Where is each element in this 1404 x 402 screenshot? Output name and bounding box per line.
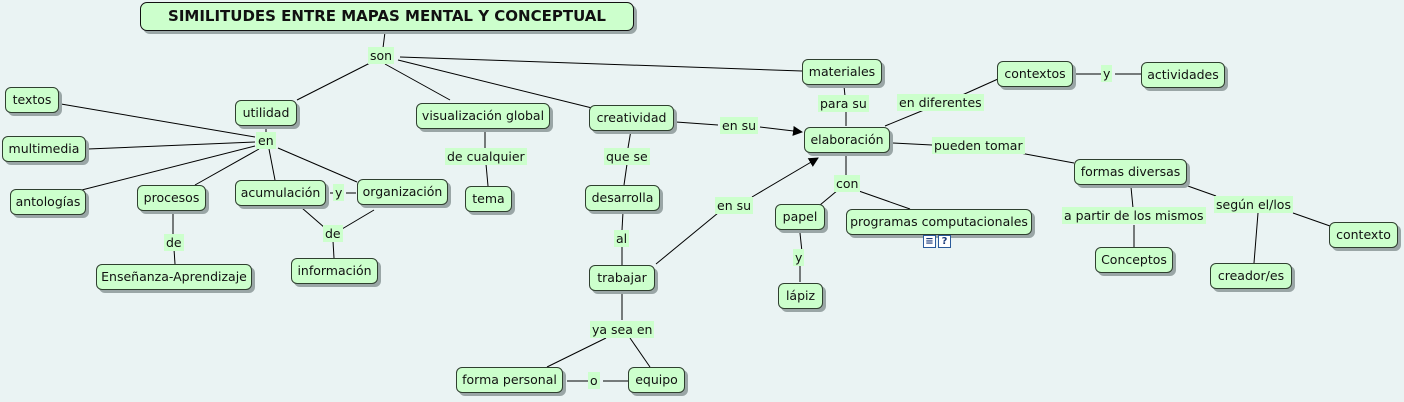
document-icon[interactable]: ≡: [923, 235, 936, 248]
concept-ensenanza-aprendizaje[interactable]: Enseñanza-Aprendizaje: [96, 264, 252, 290]
concept-programas-computacionales[interactable]: programas computacionales: [846, 209, 1032, 235]
concept-elaboracion[interactable]: elaboración: [804, 127, 890, 153]
link-de-organizacion: de: [323, 225, 343, 242]
concept-textos[interactable]: textos: [5, 87, 59, 113]
concept-creatividad[interactable]: creatividad: [589, 105, 674, 131]
link-pueden-tomar: pueden tomar: [932, 137, 1025, 154]
concept-equipo[interactable]: equipo: [628, 367, 685, 393]
concept-forma-personal[interactable]: forma personal: [456, 367, 563, 393]
concept-lapiz[interactable]: lápiz: [778, 283, 823, 309]
map-title[interactable]: SIMILITUDES ENTRE MAPAS MENTAL Y CONCEPT…: [140, 2, 634, 31]
concept-formas-diversas[interactable]: formas diversas: [1074, 159, 1187, 185]
link-o: o: [588, 372, 600, 389]
concept-visualizacion-global[interactable]: visualización global: [416, 103, 550, 129]
concept-procesos[interactable]: procesos: [137, 185, 206, 211]
link-y-acumulacion: y: [333, 184, 345, 201]
link-y-papel: y: [793, 249, 805, 266]
link-ya-sea-en: ya sea en: [590, 321, 655, 338]
concept-antologias[interactable]: antologías: [10, 189, 86, 215]
concept-contextos[interactable]: contextos: [997, 61, 1073, 87]
concept-materiales[interactable]: materiales: [802, 59, 882, 85]
link-de-cualquier: de cualquier: [445, 148, 527, 165]
link-que-se: que se: [604, 148, 650, 165]
concept-informacion[interactable]: información: [291, 258, 378, 284]
resource-icons: ≡ ?: [923, 235, 951, 248]
concept-desarrolla[interactable]: desarrolla: [585, 185, 660, 211]
link-a-partir-de-los-mismos: a partir de los mismos: [1062, 207, 1206, 224]
link-en-su-creatividad: en su: [720, 117, 759, 134]
concept-multimedia[interactable]: multimedia: [2, 136, 86, 162]
link-en-diferentes: en diferentes: [897, 94, 984, 111]
link-en-su-trabajar: en su: [715, 197, 754, 214]
link-al: al: [614, 230, 630, 247]
concept-acumulacion[interactable]: acumulación: [235, 180, 326, 206]
concept-conceptos[interactable]: Conceptos: [1095, 247, 1173, 273]
link-y-contextos: y: [1101, 65, 1113, 82]
link-con: con: [834, 175, 861, 192]
concept-trabajar[interactable]: trabajar: [589, 265, 655, 291]
concept-papel[interactable]: papel: [775, 204, 825, 230]
link-segun-el-los: según el/los: [1214, 196, 1293, 213]
link-son: son: [368, 47, 395, 64]
concept-tema[interactable]: tema: [465, 186, 512, 212]
help-icon[interactable]: ?: [938, 235, 951, 248]
concept-creadores[interactable]: creador/es: [1210, 263, 1292, 289]
concept-organizacion[interactable]: organización: [357, 179, 448, 205]
concept-actividades[interactable]: actividades: [1141, 62, 1225, 88]
link-en: en: [256, 132, 276, 149]
concept-contexto[interactable]: contexto: [1329, 222, 1398, 248]
concept-utilidad[interactable]: utilidad: [235, 100, 297, 126]
link-de-procesos: de: [164, 234, 184, 251]
link-para-su: para su: [818, 95, 869, 112]
